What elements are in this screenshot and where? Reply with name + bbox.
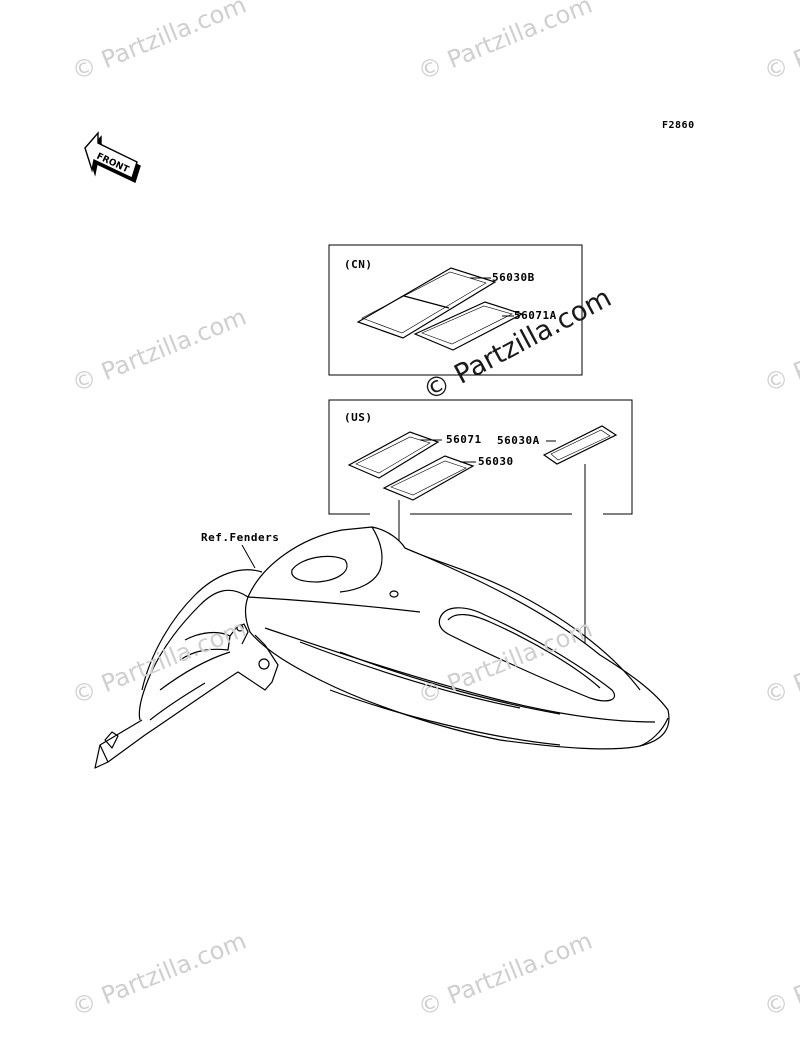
- decal-56030A: [542, 425, 618, 465]
- decal-56071A: [413, 301, 524, 351]
- decal-56030: [382, 455, 475, 501]
- figure-code: F2860: [662, 120, 695, 131]
- part-56030A-label: 56030A: [497, 434, 540, 447]
- decal-56030B: [356, 267, 497, 339]
- us-decal-box: [328, 399, 633, 515]
- us-section-label: (US): [344, 411, 373, 424]
- front-arrow-icon: FRONT: [84, 131, 141, 183]
- part-56071A-label: 56071A: [514, 309, 557, 322]
- part-56071-label: 56071: [446, 433, 482, 446]
- decal-56071: [347, 431, 440, 479]
- leader-ref-fenders: [241, 544, 256, 569]
- part-56030B-label: 56030B: [492, 271, 535, 284]
- cn-decal-box: [328, 244, 583, 376]
- part-56030-label: 56030: [478, 455, 514, 468]
- ref-fenders-label: Ref.Fenders: [201, 531, 280, 544]
- rear-fender-illustration: [94, 526, 670, 769]
- cn-section-label: (CN): [344, 258, 373, 271]
